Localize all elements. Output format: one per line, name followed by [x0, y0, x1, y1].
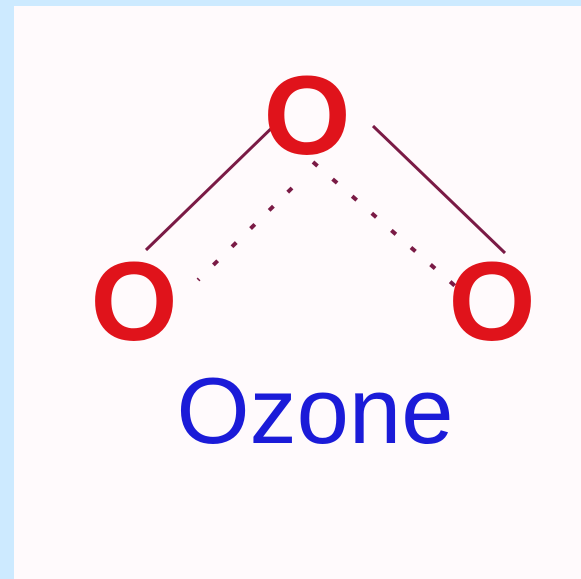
oxygen-atom-top: O: [263, 53, 351, 178]
bond-solid-right: [371, 124, 507, 255]
molecule-label: Ozone: [176, 358, 454, 463]
bond-solid-left: [144, 116, 284, 252]
oxygen-atom-right: O: [448, 239, 536, 364]
diagram-panel: [14, 6, 581, 579]
bond-dotted-left: [196, 186, 294, 282]
bond-dotted-right: [311, 160, 464, 294]
oxygen-atom-left: O: [90, 239, 178, 364]
